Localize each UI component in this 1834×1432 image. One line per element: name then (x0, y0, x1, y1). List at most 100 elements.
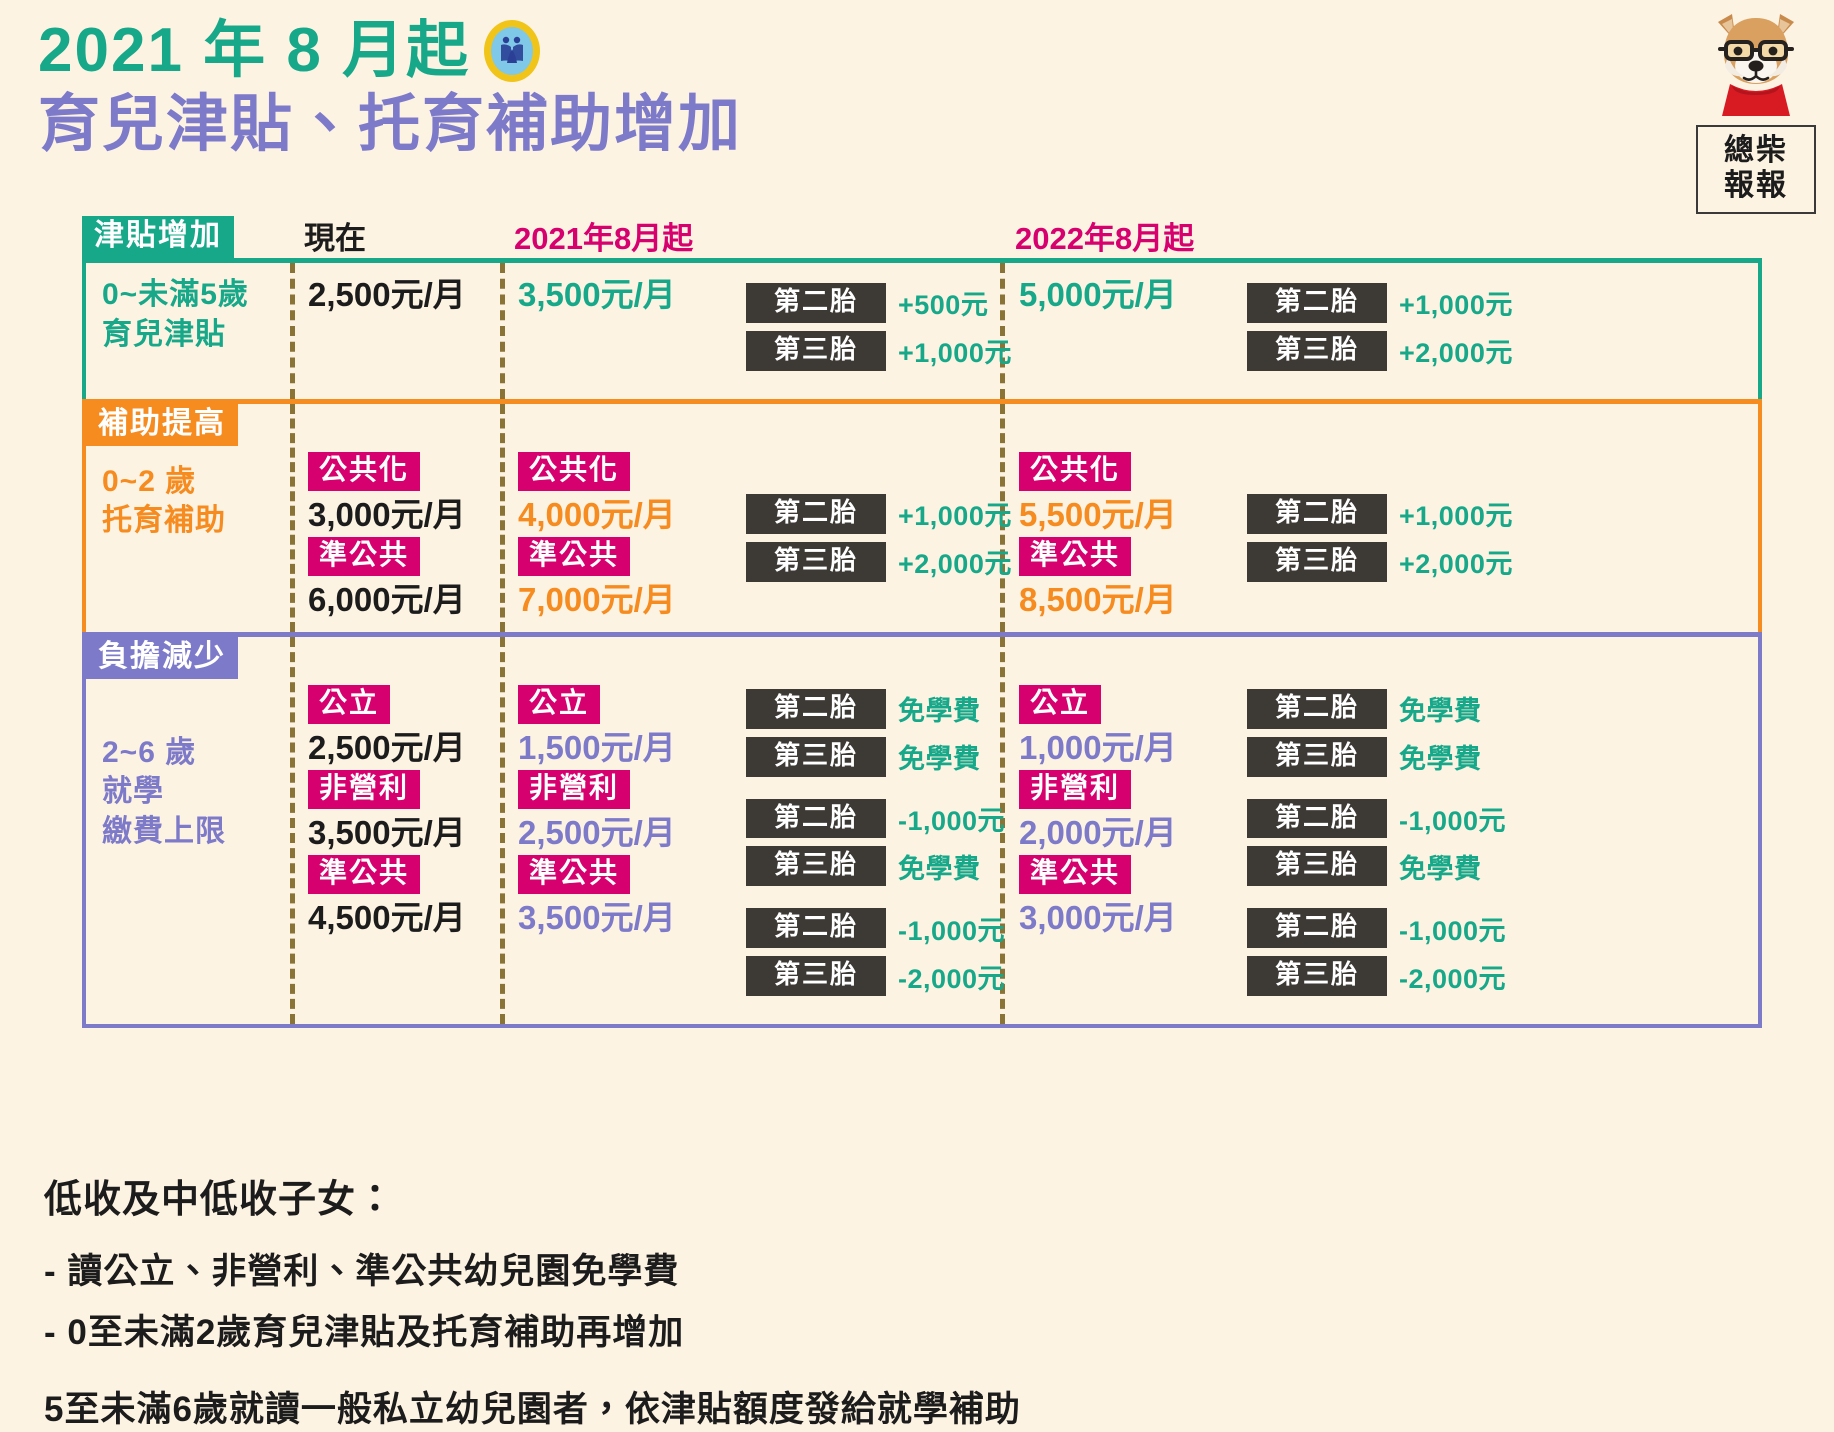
item-public: 公共化 4,000元/月 (518, 451, 740, 537)
type-chip: 公共化 (518, 451, 631, 491)
cell-now-burden: 公立 2,500元/月 非營利 3,500元/月 準公共 4,500元/月 (290, 637, 500, 1024)
badge-key: 第二胎 (746, 493, 886, 534)
badge-list-aug2021: 第二胎 免學費 第三胎 免學費 第二胎 -1,000元 第三胎 免學費 (740, 685, 1005, 1014)
badge-list-aug2022: 第二胎 +1,000元 第三胎 +2,000元 (1241, 273, 1513, 389)
badge-row: 第三胎 免學費 (746, 736, 1005, 777)
amount-value: 4,500元/月 (308, 898, 466, 936)
type-chip: 非營利 (1019, 769, 1132, 809)
badge-key: 第三胎 (746, 846, 886, 887)
type-chip: 公共化 (1019, 451, 1132, 491)
cell-aug2021-allowance: 3,500元/月 第二胎 +500元 第三胎 +1,000元 (500, 263, 1011, 399)
mascot-label-box: 總柴 報報 (1696, 125, 1816, 214)
mascot-label-line2: 報報 (1724, 169, 1788, 203)
item-public-school: 公立 1,500元/月 (518, 684, 740, 770)
column-header-aug2021: 2021年8月起 (514, 221, 694, 256)
badge-row: 第三胎 -2,000元 (1247, 956, 1507, 997)
badge-key: 第三胎 (746, 330, 886, 371)
badge-value: -1,000元 (898, 915, 1006, 946)
item-nonprofit: 非營利 2,000元/月 (1019, 769, 1241, 855)
badge-key: 第二胎 (746, 798, 886, 839)
column-header-now: 現在 (304, 221, 366, 256)
badge-value: +1,000元 (898, 338, 1012, 369)
amount-value: 1,500元/月 (518, 728, 676, 766)
title-year-text: 2021 年 8 月起 (38, 16, 471, 85)
page-header: 2021 年 8 月起 育兒津貼、托育補助增加 (38, 18, 742, 160)
badge-value: -1,000元 (1399, 806, 1507, 837)
badge-row: 第三胎 免學費 (1247, 846, 1506, 887)
column-header-aug2022: 2022年8月起 (1015, 221, 1195, 256)
mascot-block: 總柴 報報 (1696, 8, 1816, 214)
badge-row: 第二胎 +1,000元 (1247, 493, 1513, 534)
amount-value: 1,000元/月 (1019, 728, 1177, 766)
badge-key: 第二胎 (746, 908, 886, 949)
badge-row: 第三胎 +1,000元 (746, 330, 1012, 371)
type-chip: 公立 (308, 684, 391, 724)
badge-value: 免學費 (898, 853, 981, 884)
footer-notes: 低收及中低收子女： - 讀公立、非營利、準公共幼兒園免學費 - 0至未滿2歲育兒… (44, 1168, 1644, 1432)
item-public-school: 公立 1,000元/月 (1019, 684, 1241, 770)
item-public-school: 公立 2,500元/月 (308, 684, 500, 770)
amount-value: 3,000元/月 (308, 495, 466, 533)
type-chip: 公立 (518, 684, 601, 724)
shiba-dog-icon (1696, 8, 1816, 123)
footer-heading: 低收及中低收子女： (44, 1179, 396, 1221)
amount-value: 3,500元/月 (518, 898, 676, 936)
badge-key: 第二胎 (1247, 798, 1387, 839)
amount-value: 2,500元/月 (518, 813, 676, 851)
footer-note-3: 5至未滿6歲就讀一般私立幼兒園者，依津貼額度發給就學補助 (44, 1390, 1021, 1429)
badge-key: 第三胎 (1247, 330, 1387, 371)
badge-row: 第三胎 免學費 (746, 846, 1005, 887)
badge-value: +2,000元 (1399, 338, 1513, 369)
cell-aug2022-burden: 公立 1,000元/月 非營利 2,000元/月 準公共 (1001, 637, 1506, 1024)
badge-row: 第三胎 +2,000元 (746, 541, 1012, 582)
badge-row: 第二胎 免學費 (1247, 688, 1506, 729)
badge-row: 第三胎 +2,000元 (1247, 541, 1513, 582)
amount-value: 3,500元/月 (518, 276, 676, 313)
badge-value: 免學費 (898, 744, 981, 775)
page-title-line1: 2021 年 8 月起 (38, 18, 742, 83)
type-chip: 非營利 (308, 769, 421, 809)
cell-aug2021-subsidy: 公共化 4,000元/月 準公共 7,000元/月 第二胎 (500, 404, 1011, 632)
badge-key: 第二胎 (1247, 908, 1387, 949)
row-label-age0to2: 0~2 歲 托育補助 (102, 464, 226, 538)
footer-note-2: - 0至未滿2歲育兒津貼及托育補助再增加 (44, 1313, 685, 1352)
mohw-seal-icon (484, 19, 541, 82)
cell-aug2022-subsidy: 公共化 5,500元/月 準公共 8,500元/月 第二胎 (1001, 404, 1512, 632)
badge-key: 第二胎 (746, 283, 886, 323)
badge-value: 免學費 (1399, 744, 1482, 775)
badge-key: 第三胎 (1247, 956, 1387, 997)
type-chip: 非營利 (518, 769, 631, 809)
cell-aug2022-allowance: 5,000元/月 第二胎 +1,000元 第三胎 +2,000元 (1001, 263, 1512, 399)
badge-key: 第二胎 (1247, 688, 1387, 729)
badge-key: 第三胎 (746, 541, 886, 582)
type-chip: 公共化 (308, 451, 421, 491)
mascot-label-line1: 總柴 (1724, 134, 1788, 167)
badge-value: -1,000元 (898, 806, 1006, 837)
item-quasi-public: 準公共 3,500元/月 (518, 854, 740, 940)
badge-key: 第二胎 (1247, 283, 1387, 323)
badge-row: 第三胎 +2,000元 (1247, 330, 1513, 371)
section-burden-reduction: 負擔減少 2~6 歲 就學 繳費上限 公立 2,500元/月 非營利 (82, 631, 1762, 1029)
amount-value: 2,500元/月 (308, 276, 466, 313)
type-chip: 準公共 (1019, 536, 1132, 576)
badge-value: +1,000元 (898, 501, 1012, 532)
page-title-line2: 育兒津貼、托育補助增加 (38, 90, 743, 160)
badge-key: 第三胎 (746, 956, 886, 997)
benefits-table: 津貼增加 現在 2021年8月起 2022年8月起 0~未滿5歲 育兒津貼 2,… (82, 208, 1762, 1029)
badge-row: 第三胎 免學費 (1247, 736, 1506, 777)
item-nonprofit: 非營利 2,500元/月 (518, 769, 740, 855)
badge-list-aug2022: 第二胎 +1,000元 第三胎 +2,000元 (1241, 452, 1513, 600)
badge-key: 第三胎 (1247, 846, 1387, 887)
badge-row: 第二胎 -1,000元 (746, 908, 1006, 949)
type-chip: 公立 (1019, 684, 1102, 724)
type-chip: 準公共 (308, 854, 421, 894)
badge-value: -2,000元 (1399, 963, 1507, 994)
amount-value: 6,000元/月 (308, 580, 466, 618)
type-chip: 準公共 (1019, 854, 1132, 894)
amount-value: 5,000元/月 (1019, 276, 1177, 313)
badge-row: 第二胎 +1,000元 (1247, 283, 1513, 323)
badge-value: 免學費 (1399, 853, 1482, 884)
badge-row: 第三胎 -2,000元 (746, 956, 1005, 997)
item-quasi-public: 準公共 3,000元/月 (1019, 854, 1241, 940)
cell-now-subsidy: 公共化 3,000元/月 準公共 6,000元/月 (290, 404, 500, 632)
